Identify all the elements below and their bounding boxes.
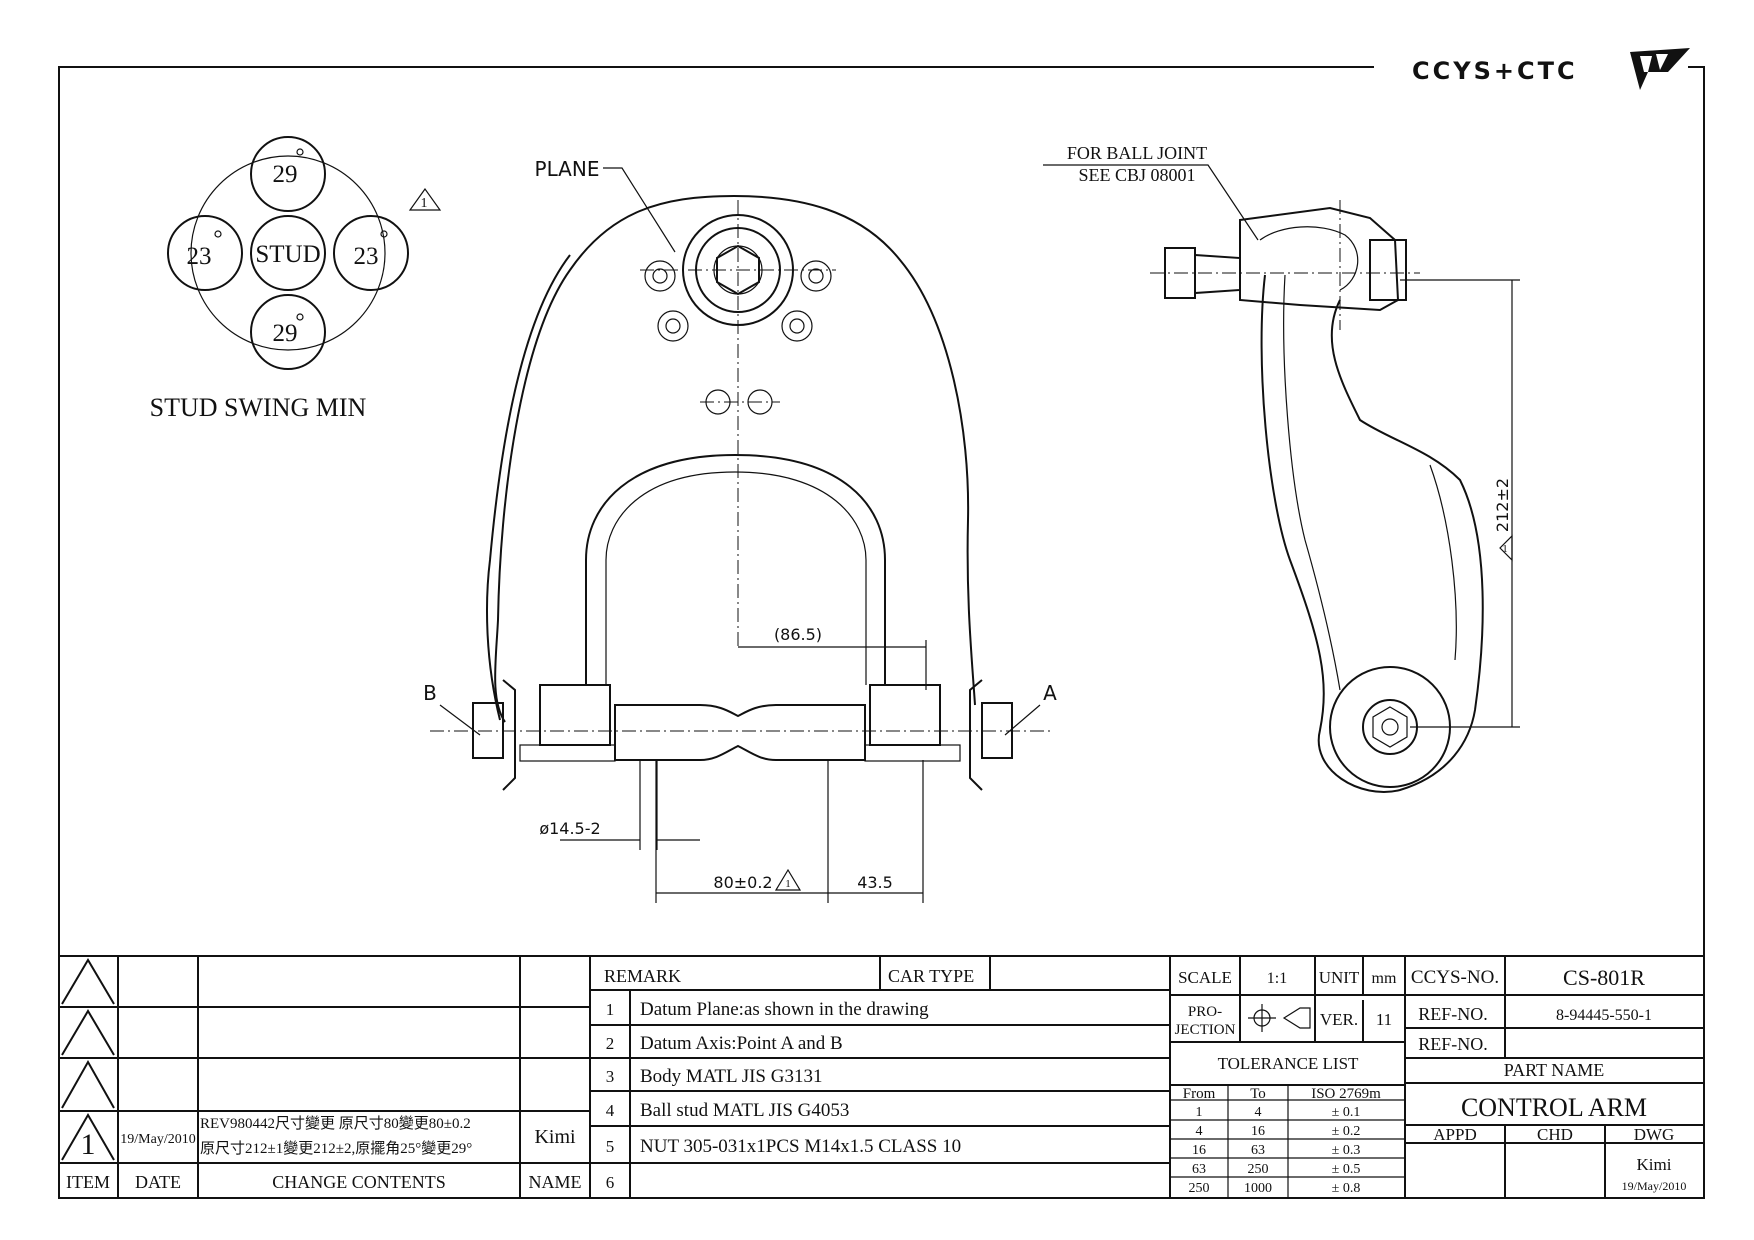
part-name-label: PART NAME xyxy=(1504,1060,1604,1080)
svg-text:1: 1 xyxy=(1196,1105,1203,1120)
svg-text:± 0.5: ± 0.5 xyxy=(1332,1162,1361,1177)
svg-text:250: 250 xyxy=(1248,1162,1269,1177)
remark-no: 6 xyxy=(606,1173,615,1192)
ball-joint-note-1: FOR BALL JOINT xyxy=(1067,143,1207,163)
tol-header-from: From xyxy=(1183,1086,1216,1102)
ref-no-value: 8-94445-550-1 xyxy=(1556,1007,1652,1024)
rev-change-line-2: 原尺寸212±1變更212±2,原擺角25°變更29° xyxy=(200,1140,472,1157)
stud-swing-diagram: STUD 29 29 23 23 1 STUD SWING MIN xyxy=(150,136,442,422)
scale-label: SCALE xyxy=(1178,968,1232,987)
svg-text:1000: 1000 xyxy=(1244,1181,1272,1196)
side-arm-outline xyxy=(1260,274,1484,793)
tolerance-rows: 1 4 ± 0.1 4 16 ± 0.2 16 63 ± 0.3 63 250 … xyxy=(1189,1105,1361,1196)
car-type-header: CAR TYPE xyxy=(888,966,974,986)
tolerance-title: TOLERANCE LIST xyxy=(1218,1054,1359,1073)
dwg-date: 19/May/2010 xyxy=(1622,1179,1687,1193)
point-a-label: A xyxy=(1043,681,1057,705)
remark-text: Ball stud MATL JIS G4053 xyxy=(640,1100,849,1121)
svg-text:63: 63 xyxy=(1192,1162,1206,1177)
svg-text:4: 4 xyxy=(1196,1124,1203,1139)
remark-no: 2 xyxy=(606,1034,615,1053)
svg-text:1: 1 xyxy=(1502,543,1508,555)
swing-bottom-value: 29 xyxy=(273,320,298,347)
svg-text:250: 250 xyxy=(1189,1181,1210,1196)
header-date: DATE xyxy=(135,1172,181,1192)
svg-text:63: 63 xyxy=(1251,1143,1265,1158)
dim-end: 43.5 xyxy=(857,873,893,892)
dwg-label: DWG xyxy=(1634,1125,1675,1144)
logo-text: CCYS+CTC xyxy=(1412,57,1578,85)
stud-circle xyxy=(250,215,326,291)
point-b-label: B xyxy=(423,681,437,705)
dwg-name: Kimi xyxy=(1637,1155,1672,1174)
side-view: FOR BALL JOINT SEE CBJ 08001 212±2 1 xyxy=(1043,143,1520,793)
unit-label: UNIT xyxy=(1319,968,1360,987)
remark-no: 5 xyxy=(606,1137,615,1156)
tol-header-iso: ISO 2769m xyxy=(1311,1086,1381,1102)
ball-joint-note-2: SEE CBJ 08001 xyxy=(1078,165,1195,185)
projection-symbol-icon xyxy=(1248,1004,1311,1032)
appd-label: APPD xyxy=(1433,1125,1476,1144)
remark-text: Body MATL JIS G3131 xyxy=(640,1066,822,1087)
stud-label: STUD xyxy=(255,241,320,268)
part-name-value: CONTROL ARM xyxy=(1461,1093,1647,1122)
ccys-no-value: CS-801R xyxy=(1563,965,1645,990)
ref-no-2-label: REF-NO. xyxy=(1418,1034,1488,1054)
ccys-no-label: CCYS-NO. xyxy=(1411,967,1499,988)
unit-value: mm xyxy=(1372,970,1397,987)
projection-label-2: JECTION xyxy=(1175,1022,1236,1038)
svg-text:± 0.3: ± 0.3 xyxy=(1332,1143,1361,1158)
remark-no: 1 xyxy=(606,1000,615,1019)
svg-text:± 0.8: ± 0.8 xyxy=(1332,1181,1361,1196)
swing-right-value: 23 xyxy=(354,243,379,270)
svg-text:± 0.1: ± 0.1 xyxy=(1332,1105,1361,1120)
rev-item-number: 1 xyxy=(81,1128,96,1161)
svg-text:± 0.2: ± 0.2 xyxy=(1332,1124,1361,1139)
rev-change-line-1: REV980442尺寸變更 原尺寸80變更80±0.2 xyxy=(200,1115,471,1132)
svg-text:16: 16 xyxy=(1192,1143,1206,1158)
remark-no: 3 xyxy=(606,1067,615,1086)
swing-left-value: 23 xyxy=(187,243,212,270)
header-item: ITEM xyxy=(66,1172,110,1192)
control-arm-outline xyxy=(494,194,976,723)
title-block-grid xyxy=(59,955,1704,1198)
remark-rows: 1 Datum Plane:as shown in the drawing 2 … xyxy=(606,999,961,1192)
chd-label: CHD xyxy=(1537,1125,1573,1144)
projection-label-1: PRO- xyxy=(1188,1004,1222,1020)
rev-name: Kimi xyxy=(534,1126,576,1148)
remark-text: Datum Axis:Point A and B xyxy=(640,1033,843,1054)
dim-height: 212±2 xyxy=(1493,478,1512,532)
dim-diameter: ø14.5-2 xyxy=(539,819,600,838)
dim-span: 80±0.2 xyxy=(713,873,772,892)
revision-markers xyxy=(61,958,115,1161)
scale-value: 1:1 xyxy=(1267,970,1287,987)
tol-header-to: To xyxy=(1250,1086,1266,1102)
company-logo: CCYS+CTC xyxy=(1412,48,1690,90)
rev-date: 19/May/2010 xyxy=(120,1132,195,1147)
front-view: B A PLANE (86.5) ø14.5-2 80±0.2 1 43.5 xyxy=(423,157,1057,903)
remark-text: Datum Plane:as shown in the drawing xyxy=(640,999,929,1020)
revision-triangle-icon xyxy=(408,187,442,211)
remark-no: 4 xyxy=(606,1101,615,1120)
svg-text:1: 1 xyxy=(785,878,791,890)
ref-no-label: REF-NO. xyxy=(1418,1004,1488,1024)
header-name: NAME xyxy=(529,1172,582,1192)
ver-value: 11 xyxy=(1376,1010,1392,1029)
plane-label: PLANE xyxy=(535,157,600,181)
svg-text:4: 4 xyxy=(1255,1105,1262,1120)
svg-text:1: 1 xyxy=(421,196,428,211)
remark-text: NUT 305-031x1PCS M14x1.5 CLASS 10 xyxy=(640,1136,961,1157)
ver-label: VER. xyxy=(1320,1010,1358,1029)
drawing-frame xyxy=(58,66,1705,1199)
stud-swing-title: STUD SWING MIN xyxy=(150,393,367,422)
swing-top-value: 29 xyxy=(273,161,298,188)
svg-text:16: 16 xyxy=(1251,1124,1265,1139)
dim-offset: (86.5) xyxy=(774,625,822,644)
swing-outer-circle xyxy=(190,155,386,351)
header-change-contents: CHANGE CONTENTS xyxy=(272,1172,446,1192)
remark-header: REMARK xyxy=(604,966,681,986)
